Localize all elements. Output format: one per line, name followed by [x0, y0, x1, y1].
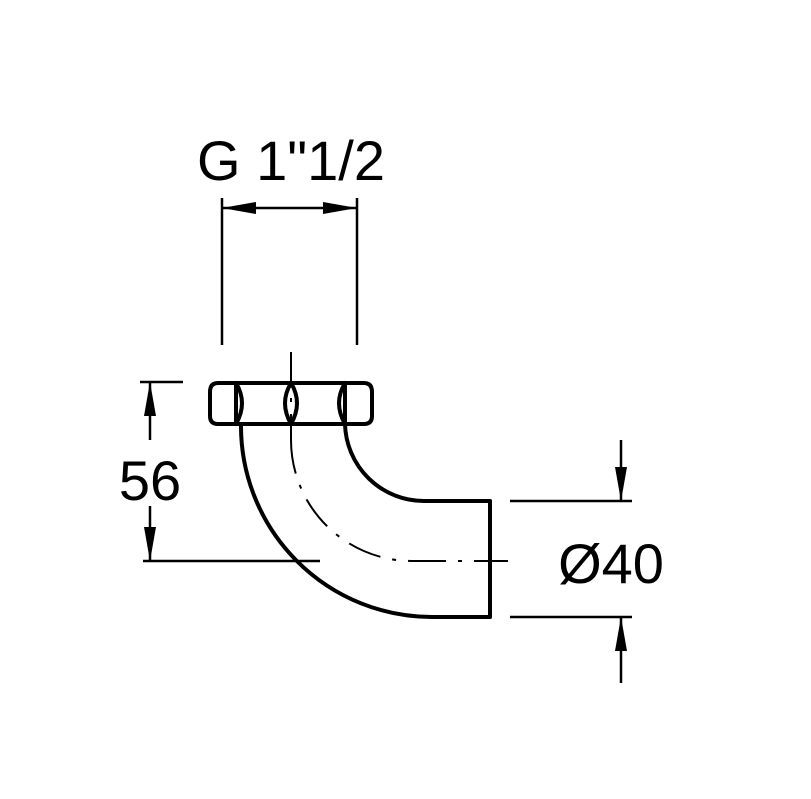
- height-arrow-top: [144, 382, 156, 416]
- diameter-label: Ø40: [558, 532, 664, 595]
- thread-dimension: G 1"1/2: [197, 129, 385, 345]
- nut-face-curve-mid-left: [283, 381, 293, 426]
- height-label: 56: [119, 449, 181, 512]
- height-dimension: 56: [119, 380, 320, 563]
- height-arrow-bottom: [144, 527, 156, 561]
- thread-arrow-right: [323, 202, 357, 214]
- center-line: [290, 352, 520, 562]
- pipe-bend: [238, 422, 492, 619]
- nut-face-curve-left: [234, 381, 244, 426]
- diameter-dimension: Ø40: [510, 440, 664, 683]
- diameter-arrow-top: [615, 467, 627, 501]
- bend-inner-curve: [343, 422, 426, 503]
- center-line-arc: [290, 439, 413, 562]
- nut-face-curve-mid-right: [289, 381, 299, 426]
- thread-label: G 1"1/2: [197, 129, 385, 192]
- thread-arrow-left: [222, 202, 256, 214]
- diameter-arrow-bottom: [615, 617, 627, 651]
- hex-nut: [208, 381, 374, 426]
- nut-outline: [208, 381, 374, 426]
- nut-face-curve-right: [337, 381, 347, 426]
- bend-outer-curve: [238, 422, 434, 619]
